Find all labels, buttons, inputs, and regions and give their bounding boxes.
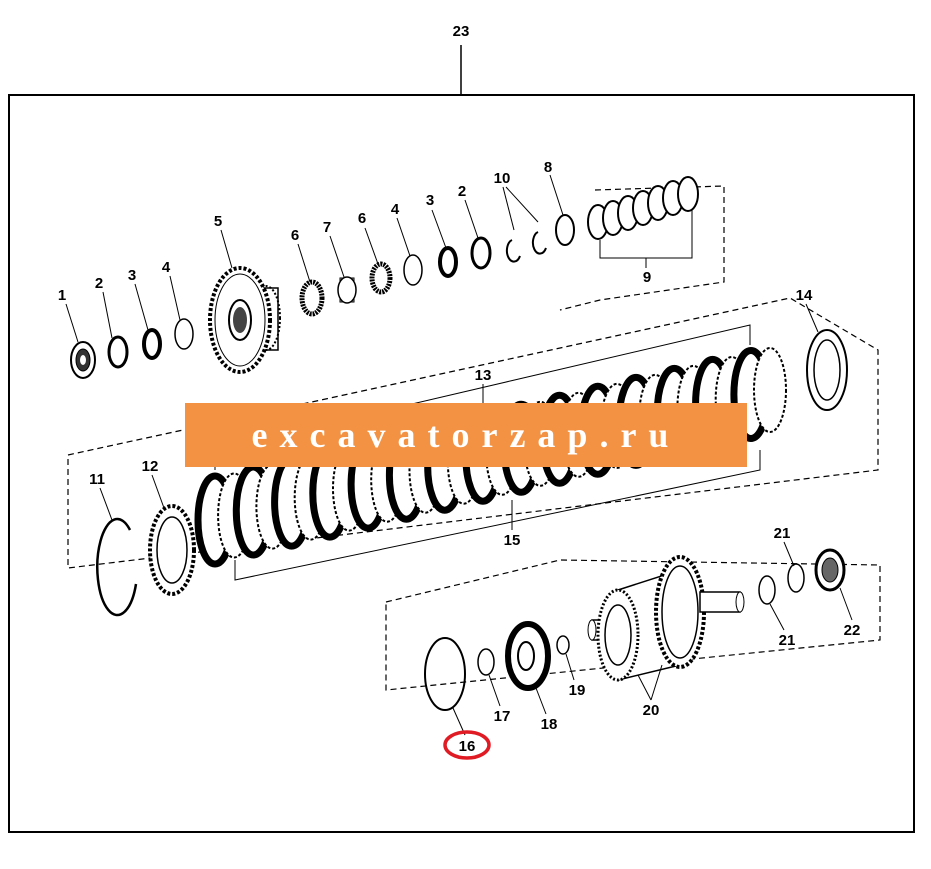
callout-9[interactable]: 9: [643, 269, 651, 286]
part-21-seal[interactable]: [758, 575, 776, 605]
part-3-ring-2[interactable]: [438, 246, 458, 278]
watermark-text: excavatorzap.ru: [251, 415, 681, 455]
part-8-washer[interactable]: [555, 214, 575, 246]
callout-20[interactable]: 20: [643, 702, 660, 719]
part-21-seal-2[interactable]: [787, 563, 805, 593]
callout-21b[interactable]: 21: [779, 632, 796, 649]
part-7-sleeve[interactable]: [337, 276, 357, 304]
part-19-o-ring[interactable]: [556, 635, 570, 655]
callout-12[interactable]: 12: [142, 458, 159, 475]
part-6-needle-bearing-2[interactable]: [369, 261, 393, 295]
part-2-washer-2[interactable]: [470, 236, 492, 270]
callouts: 1 2 3 4 5 6 7 6 4 3 2 10 8 9 14 13 11 12…: [58, 159, 861, 760]
callout-8[interactable]: 8: [544, 159, 552, 176]
callout-4b[interactable]: 4: [391, 201, 400, 218]
callout-6[interactable]: 6: [291, 227, 299, 244]
callout-11[interactable]: 11: [89, 471, 105, 488]
part-4-washer-2[interactable]: [403, 254, 423, 286]
part-3-ring[interactable]: [142, 328, 162, 360]
part-12-pressure-plate[interactable]: [148, 504, 196, 596]
callout-15[interactable]: 15: [504, 532, 521, 549]
callout-2b[interactable]: 2: [458, 183, 466, 200]
part-6-needle-bearing[interactable]: [299, 279, 325, 317]
callout-23[interactable]: 23: [453, 23, 470, 40]
part-11-snap-ring[interactable]: [96, 517, 138, 617]
callout-4[interactable]: 4: [162, 259, 171, 276]
part-2-washer[interactable]: [107, 335, 129, 369]
callout-7[interactable]: 7: [323, 219, 331, 236]
callout-16[interactable]: 16: [459, 738, 476, 755]
callout-6b[interactable]: 6: [358, 210, 366, 227]
part-14-end-plate[interactable]: [806, 329, 848, 411]
part-17-o-ring[interactable]: [477, 648, 495, 676]
part-4-washer[interactable]: [174, 318, 194, 350]
callout-22[interactable]: 22: [844, 622, 861, 639]
part-9-bracket: [599, 210, 693, 268]
callout-13[interactable]: 13: [475, 367, 492, 384]
part-22-bearing[interactable]: [814, 548, 846, 592]
watermark-band: [185, 403, 747, 467]
callout-19[interactable]: 19: [569, 682, 586, 699]
callout-3b[interactable]: 3: [426, 192, 434, 209]
callout-5[interactable]: 5: [214, 213, 222, 230]
callout-10[interactable]: 10: [494, 170, 511, 187]
part-10-snap-rings[interactable]: [505, 231, 547, 263]
callout-21a[interactable]: 21: [774, 525, 791, 542]
part-18-piston[interactable]: [505, 621, 551, 691]
callout-1[interactable]: 1: [58, 287, 66, 304]
group-outlines: [67, 185, 881, 691]
part-20-output-shaft[interactable]: [587, 555, 745, 682]
part-1-bearing[interactable]: [70, 341, 96, 379]
part-16-seal-ring[interactable]: [424, 637, 466, 711]
part-9-shim-set[interactable]: [587, 176, 699, 240]
callout-17[interactable]: 17: [494, 708, 511, 725]
callout-14[interactable]: 14: [796, 287, 813, 304]
part-5-gear[interactable]: [208, 266, 281, 374]
callout-2[interactable]: 2: [95, 275, 103, 292]
highlight-circle-16: [443, 730, 491, 760]
steel-plate: [753, 347, 787, 433]
callout-3[interactable]: 3: [128, 267, 136, 284]
callout-18[interactable]: 18: [541, 716, 558, 733]
